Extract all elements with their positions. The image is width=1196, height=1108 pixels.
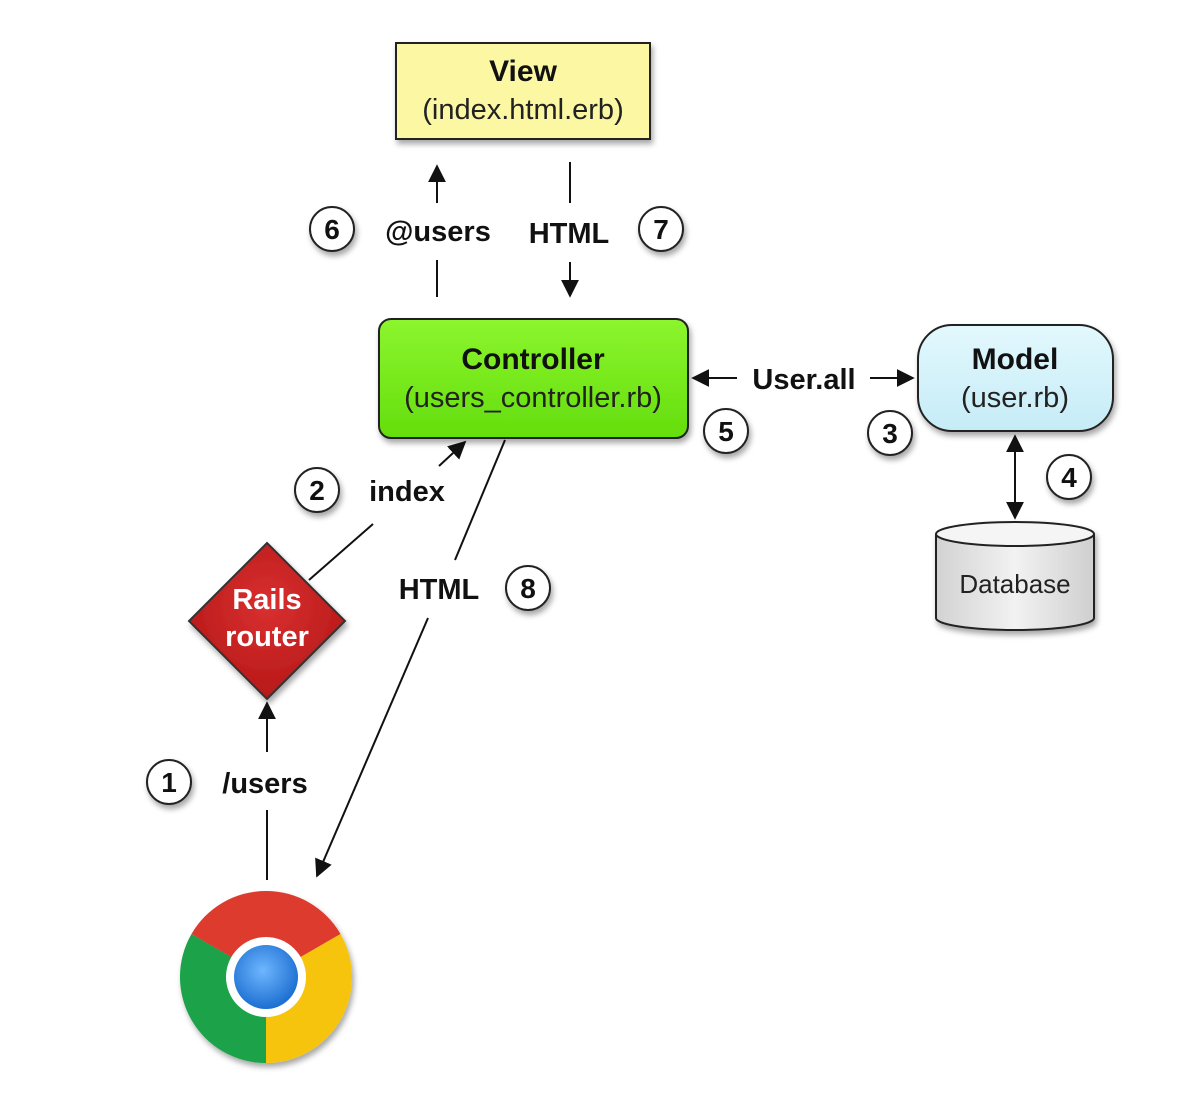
edge-index-arrow xyxy=(438,440,467,467)
controller-box: Controller (users_controller.rb) xyxy=(378,318,689,439)
controller-subtitle: (users_controller.rb) xyxy=(404,382,662,414)
view-subtitle: (index.html.erb) xyxy=(422,94,623,126)
step-badge-5: 5 xyxy=(703,408,749,454)
step-number: 2 xyxy=(309,475,325,506)
step-badge-7: 7 xyxy=(638,206,684,252)
view-box: View (index.html.erb) xyxy=(395,42,651,140)
step-number: 8 xyxy=(520,573,536,604)
step-number: 5 xyxy=(718,416,734,447)
step-badge-8: 8 xyxy=(505,565,551,611)
model-subtitle: (user.rb) xyxy=(961,382,1069,414)
step-badge-2: 2 xyxy=(294,467,340,513)
label-html-view: HTML xyxy=(529,218,610,250)
chrome-browser-icon xyxy=(179,891,353,1063)
step-number: 4 xyxy=(1061,462,1077,493)
label-users-request: /users xyxy=(222,768,307,800)
edge-html-browser-arrow xyxy=(315,617,429,878)
step-badge-6: 6 xyxy=(309,206,355,252)
edge-index-lower xyxy=(308,523,374,581)
router-label-line2: router xyxy=(225,621,309,653)
model-box: Model (user.rb) xyxy=(917,324,1114,432)
step-number: 6 xyxy=(324,214,340,245)
label-at-users: @users xyxy=(385,216,491,248)
label-user-all: User.all xyxy=(752,364,855,396)
step-badge-4: 4 xyxy=(1046,454,1092,500)
controller-title: Controller xyxy=(461,343,605,376)
database-label: Database xyxy=(959,569,1070,599)
label-html-browser: HTML xyxy=(399,574,480,606)
database-cylinder: Database xyxy=(935,521,1095,631)
rails-router-diamond: Rails router xyxy=(187,541,347,701)
step-badge-1: 1 xyxy=(146,759,192,805)
view-title: View xyxy=(489,55,557,88)
label-index: index xyxy=(369,476,445,508)
model-title: Model xyxy=(972,343,1059,376)
edge-html-browser-upper xyxy=(454,439,506,561)
step-number: 7 xyxy=(653,214,669,245)
step-number: 3 xyxy=(882,418,898,449)
step-badges: 1 2 3 4 5 6 7 8 xyxy=(146,206,1092,805)
step-badge-3: 3 xyxy=(867,410,913,456)
step-number: 1 xyxy=(161,767,177,798)
router-label-line1: Rails xyxy=(232,584,301,616)
